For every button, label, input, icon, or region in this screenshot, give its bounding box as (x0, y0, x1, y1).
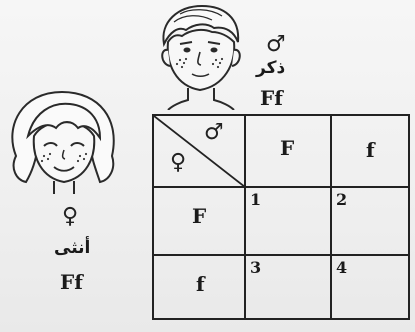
female-gamete-1: F (192, 204, 206, 228)
female-genotype: Ff (60, 270, 83, 294)
punnett-square: ♂ ♀ F f F f 1 2 3 4 (152, 114, 410, 320)
female-face-illustration (4, 86, 124, 196)
male-label: ذكر (256, 58, 285, 78)
female-gamete-2: f (196, 272, 205, 296)
corner-female-symbol: ♀ (170, 150, 186, 175)
male-gamete-1: F (280, 136, 294, 160)
corner-male-symbol: ♂ (204, 120, 224, 145)
female-symbol: ♀ (62, 204, 78, 229)
male-genotype: Ff (260, 86, 283, 110)
male-face-illustration (150, 2, 250, 110)
cell-number-3: 3 (250, 258, 261, 277)
cell-number-2: 2 (336, 190, 347, 209)
grid-line-horizontal (154, 254, 408, 256)
male-gamete-2: f (366, 138, 375, 162)
grid-line-vertical (330, 116, 332, 318)
female-label: أنثى (54, 238, 90, 258)
corner-diagonal (154, 116, 245, 187)
male-symbol: ♂ (266, 32, 286, 57)
cell-number-1: 1 (250, 190, 261, 209)
cell-number-4: 4 (336, 258, 347, 277)
